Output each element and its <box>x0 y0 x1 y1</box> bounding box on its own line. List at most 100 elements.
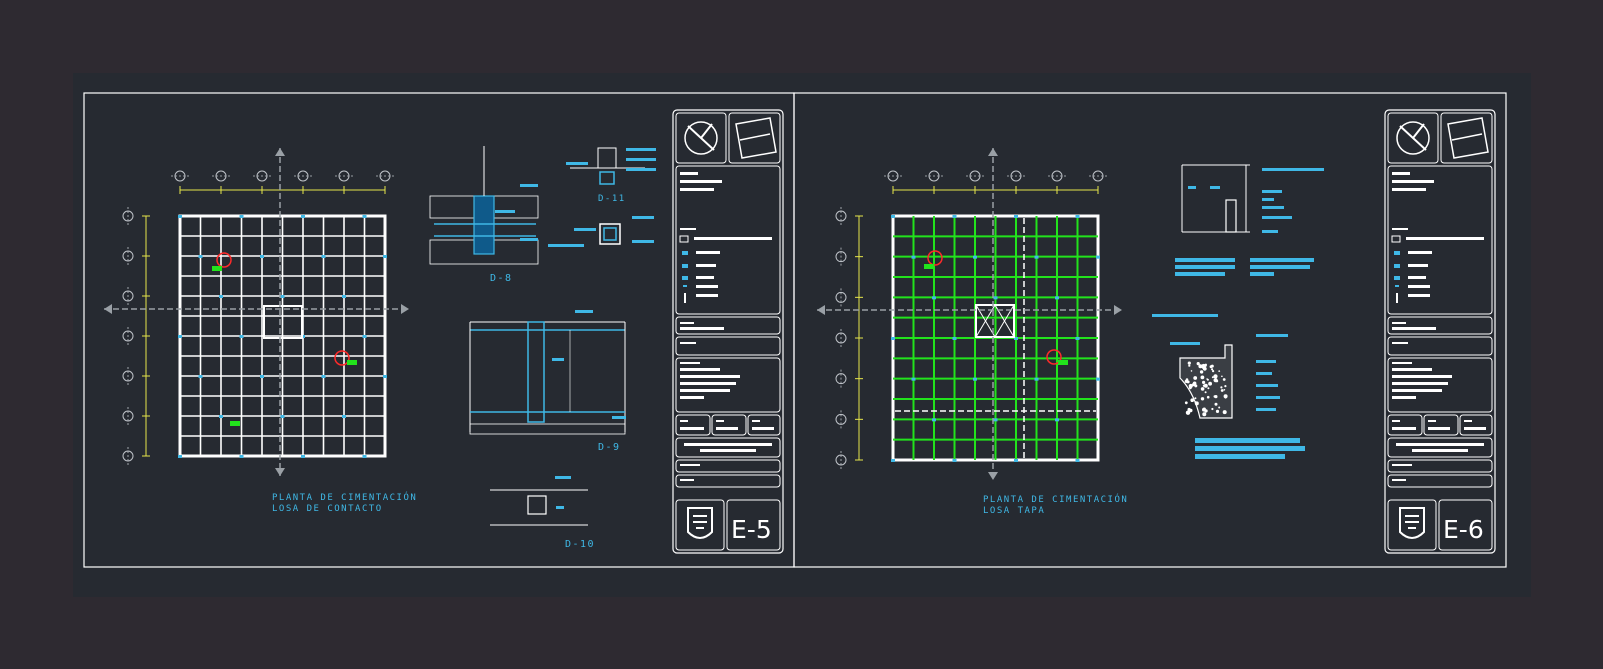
grid-annotation <box>280 415 285 418</box>
tag <box>347 360 357 365</box>
grid-annotation <box>1075 337 1080 340</box>
title-block-e5: E-5 <box>672 109 784 554</box>
gravel-dot <box>1200 387 1205 391</box>
gravel-dot <box>1209 365 1213 369</box>
detail-d9: D-9 <box>469 310 626 453</box>
plan-title: PLANTA DE CIMENTACIÓN <box>983 493 1128 505</box>
grid-annotation <box>932 418 936 422</box>
sheet-background <box>73 73 1531 597</box>
gravel-dot <box>1199 370 1204 374</box>
gravel-dot <box>1213 395 1216 398</box>
gravel-dot <box>1206 395 1210 399</box>
sheet-frame-e6 <box>793 92 1507 568</box>
grid-annotation <box>911 377 916 381</box>
gravel-dot <box>1213 374 1218 379</box>
axis-arrow <box>1114 305 1122 315</box>
gravel-dot <box>1220 386 1223 389</box>
grid-annotation <box>1034 377 1039 381</box>
grid-annotation <box>239 335 244 338</box>
gravel-dot <box>1190 370 1193 372</box>
grid-annotation <box>1034 255 1039 259</box>
grid-annotation <box>911 255 916 259</box>
title-block-e6: E-6 <box>1384 109 1496 554</box>
tag <box>212 266 222 271</box>
gravel-dot <box>1224 385 1227 388</box>
plan-grid <box>891 215 1100 462</box>
axis-arrow <box>275 468 285 476</box>
gravel-dot <box>1202 407 1206 412</box>
gravel-dot <box>1211 376 1214 379</box>
gravel-dot <box>1211 407 1214 411</box>
grid-annotation <box>952 459 957 462</box>
gravel-dot <box>1221 375 1223 378</box>
grid-annotation <box>239 215 244 218</box>
north-arrow-icon <box>684 121 718 155</box>
gravel-dot <box>1206 378 1208 380</box>
section-marker <box>1046 349 1062 365</box>
gravel-dot <box>1193 376 1198 380</box>
gravel-dot <box>1200 397 1205 401</box>
gravel-dot <box>1223 389 1226 391</box>
university-seal-icon <box>687 507 713 539</box>
grid-annotation <box>1014 459 1018 462</box>
sheet-number: E-5 <box>731 515 772 544</box>
detail-lower-e6 <box>1152 314 1305 459</box>
grid-annotation <box>321 375 326 378</box>
grid-annotation <box>198 255 203 258</box>
detail-label: D-8 <box>490 273 513 284</box>
gravel-dot <box>1189 408 1193 413</box>
grid-annotation <box>1055 418 1059 422</box>
grid-annotation <box>1075 215 1080 218</box>
grid-annotation <box>342 415 346 418</box>
grid-annotation <box>301 215 305 218</box>
grid-annotation <box>993 296 998 300</box>
gravel-dot <box>1192 381 1197 386</box>
gravel-dot <box>1218 370 1221 372</box>
gravel-dot <box>1194 397 1197 400</box>
grid-annotation <box>993 418 998 422</box>
foundation-plan-e6: PLANTA DE CIMENTACIÓN LOSA TAPA <box>817 148 1128 516</box>
detail-label: D-11 <box>598 194 626 204</box>
tag <box>924 264 934 269</box>
gravel-dot <box>1222 410 1227 415</box>
gravel-dot <box>1212 370 1215 373</box>
grid-annotation <box>891 459 895 462</box>
gravel-dot <box>1190 398 1194 403</box>
plan-subtitle: LOSA DE CONTACTO <box>272 504 383 514</box>
axis-markers <box>817 148 1122 480</box>
gravel-dot <box>1196 362 1200 366</box>
grid-annotation <box>1014 215 1018 218</box>
grid-annotation <box>1014 337 1018 340</box>
north-arrow-icon <box>1396 121 1430 155</box>
grid-annotation <box>219 295 223 298</box>
section-marker <box>216 252 232 268</box>
section-marker <box>334 350 350 366</box>
grid-annotation <box>952 337 957 340</box>
gravel-dot <box>1211 368 1214 371</box>
core-opening <box>263 305 303 339</box>
detail-d10: D-10 <box>490 476 594 550</box>
gravel-fill <box>1184 361 1228 417</box>
gravel-dot <box>1207 387 1210 390</box>
gravel-dot <box>1201 363 1206 369</box>
foundation-plan-e5: PLANTA DE CIMENTACIÓN LOSA DE CONTACTO <box>104 148 416 514</box>
grid-annotation <box>362 455 367 458</box>
grid-annotation <box>260 255 264 258</box>
detail-d8: D-8 <box>429 146 539 284</box>
axis-markers <box>104 148 409 476</box>
grid-annotation <box>383 375 387 378</box>
grid-annotation <box>178 215 182 218</box>
gravel-dot <box>1189 386 1192 390</box>
gravel-dot <box>1200 375 1205 380</box>
plan-subtitle: LOSA TAPA <box>983 506 1045 516</box>
gravel-dot <box>1215 409 1220 413</box>
grid-annotation <box>952 215 957 218</box>
grid-annotation <box>1096 255 1100 259</box>
gravel-dot <box>1223 394 1228 399</box>
sheet-number: E-6 <box>1443 515 1484 544</box>
tag <box>230 421 240 426</box>
location-map-icon <box>735 117 777 159</box>
gravel-dot <box>1214 402 1218 406</box>
gravel-dot <box>1208 381 1212 386</box>
